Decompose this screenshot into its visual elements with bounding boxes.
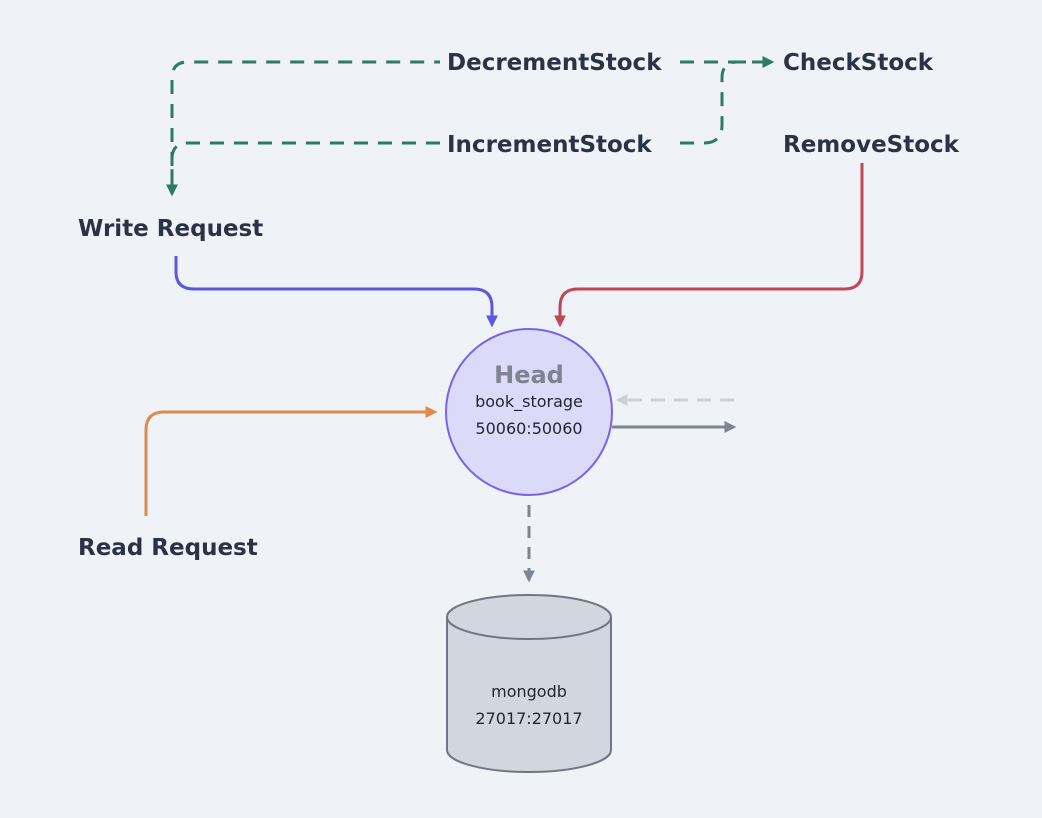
head-node [445, 328, 613, 496]
head-service-name: book_storage [475, 392, 583, 412]
increment-stock-arrow [172, 60, 772, 194]
mongodb-cylinder [446, 594, 612, 773]
head-port: 50060:50060 [475, 419, 582, 438]
increment-stock-label: IncrementStock [447, 132, 652, 158]
write-request-label: Write Request [78, 216, 263, 242]
read-request-label: Read Request [78, 535, 258, 561]
remove-stock-label: RemoveStock [783, 132, 960, 158]
check-stock-label: CheckStock [783, 50, 934, 76]
decrement-stock-label: DecrementStock [447, 50, 662, 76]
mongodb-port: 27017:27017 [475, 709, 582, 728]
read-request-arrow [144, 406, 438, 516]
write-request-arrow [174, 256, 498, 328]
mongodb-name: mongodb [491, 682, 567, 701]
remove-stock-arrow [554, 163, 864, 328]
decrement-stock-arrow [170, 62, 772, 190]
head-title: Head [494, 361, 564, 389]
